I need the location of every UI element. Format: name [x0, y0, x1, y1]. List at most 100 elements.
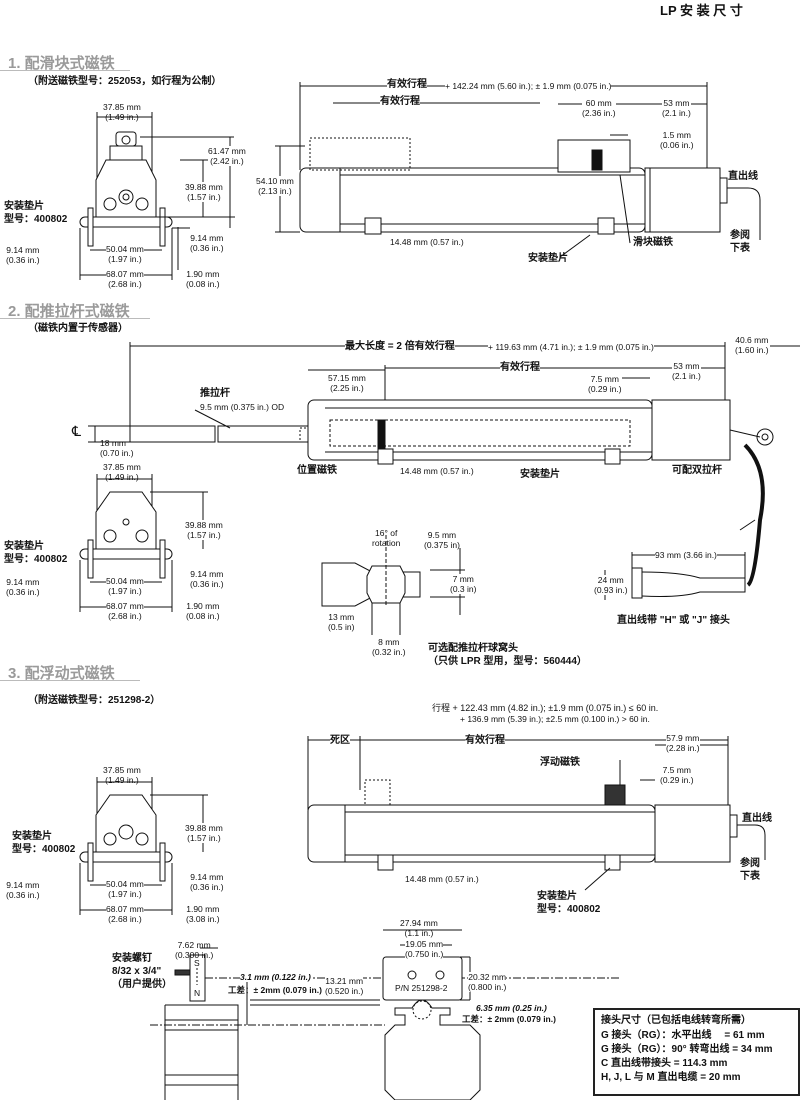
dim-height: 61.47 mm(2.42 in.) — [208, 146, 246, 166]
section-2-title: 2. 配推拉杆式磁铁 — [8, 303, 130, 320]
dim-height-side: 54.10 mm(2.13 in.) — [256, 176, 294, 196]
dim-13-21: 13.21 mm(0.520 in.) — [325, 976, 364, 996]
dim-7-62: 7.62 mm(0.300 in.) — [175, 940, 214, 960]
section-1-title: 1. 配滑块式磁铁 — [8, 55, 115, 72]
stroke-formula-3a: 行程 + 122.43 mm (4.82 in.); ±1.9 mm (0.07… — [432, 703, 659, 713]
gap-2: 6.35 mm (0.25 in.) — [476, 1003, 547, 1013]
divider — [0, 318, 150, 319]
dim-57-15: 57.15 mm(2.25 in.) — [328, 373, 366, 393]
gasket-label: 安装垫片型号：400802 — [4, 201, 68, 225]
stroke-label: 有效行程 — [387, 79, 427, 90]
dim-width: 37.85 mm(1.49 in.) — [103, 102, 141, 122]
dim-holes: 50.04 mm(1.97 in.) — [106, 244, 144, 264]
dim-center: 39.88 mm(1.57 in.) — [185, 182, 223, 202]
side-view-slider — [275, 82, 761, 258]
dim-overall: 68.07 mm(2.68 in.) — [106, 904, 144, 924]
dim-width: 37.85 mm(1.49 in.) — [103, 765, 141, 785]
front-view-drawing — [79, 474, 208, 612]
section-3-title: 3. 配浮动式磁铁 — [8, 665, 115, 682]
table-row: G 接头（RG）：水平出线 = 61 mm — [601, 1030, 765, 1041]
dim-center: 39.88 mm(1.57 in.) — [185, 520, 223, 540]
cable-label: 直出线 — [728, 171, 758, 182]
connector-diameter: 24 mm(0.93 in.) — [594, 575, 628, 595]
dim-60: 60 mm(2.36 in.) — [582, 98, 616, 118]
dim-19-05: 19.05 mm(0.750 in.) — [405, 939, 444, 959]
front-view-slider: 37.85 mm(1.49 in.) 61.47 mm(2.42 in.) 39… — [0, 100, 260, 290]
pad-label: 安装垫片 — [528, 253, 568, 264]
gap-1: 3.1 mm (0.122 in.) — [240, 972, 311, 982]
dim-1-5: 1.5 mm(0.06 in.) — [660, 130, 694, 150]
dim-plate-right: 9.14 mm(0.36 in.) — [190, 569, 224, 589]
connector-length: 93 mm (3.66 in.) — [655, 550, 717, 560]
dead-zone-label: 死区 — [330, 734, 350, 747]
gasket-label-s3: 安装垫片型号：400802 — [12, 831, 76, 855]
front-view-drawing — [79, 777, 208, 915]
stroke-label-s3: 有效行程 — [465, 734, 505, 747]
dim-53: 53 mm(2.1 in.) — [662, 98, 691, 118]
pole-s: S — [194, 958, 200, 968]
see-table: 参阅下表 — [730, 230, 750, 254]
dim-plate-left: 9.14 mm(0.36 in.) — [6, 880, 40, 900]
centerline-symbol: ℄ — [72, 423, 81, 439]
cable-label-s3: 直出线 — [742, 813, 772, 824]
dim-width: 37.85 mm(1.49 in.) — [103, 462, 141, 482]
float-magnet-label: 浮动磁铁 — [540, 757, 580, 768]
rod-end-caption: 可选配推拉杆球窝头（只供 LPR 型用，型号：560444） — [428, 643, 587, 667]
page-title: LP 安 装 尺 寸 — [660, 3, 743, 18]
divider — [0, 680, 140, 681]
gasket-label-s2: 安装垫片型号：400802 — [4, 541, 68, 565]
dim-center: 39.88 mm(1.57 in.) — [185, 823, 223, 843]
dim-holes: 50.04 mm(1.97 in.) — [106, 879, 144, 899]
dim-thickness: 1.90 mm(3.08 in.) — [186, 904, 220, 924]
front-view-drawing — [79, 112, 235, 280]
divider — [0, 70, 130, 71]
see-table-s3: 参阅下表 — [740, 858, 760, 882]
table-title: 接头尺寸（已包括电线转弯所需） — [601, 1015, 751, 1026]
rod-label: 推拉杆 — [200, 388, 230, 399]
table-row: C 直出线带接头 = 114.3 mm — [601, 1058, 728, 1069]
dim-overall: 68.07 mm(2.68 in.) — [106, 269, 144, 289]
dim-7: 7 mm(0.3 in) — [450, 574, 477, 594]
double-rod-label: 可配双拉杆 — [672, 465, 722, 476]
pad-label-s3: 安装垫片型号：400802 — [537, 891, 601, 915]
part-number: P/N 251298-2 — [395, 983, 448, 993]
dim-thickness: 1.90 mm(0.08 in.) — [186, 601, 220, 621]
max-length-label: 最大长度 = 2 倍有效行程 — [345, 340, 455, 353]
dim-27-94: 27.94 mm(1.1 in.) — [400, 918, 438, 938]
dim-7-5-s3: 7.5 mm(0.29 in.) — [660, 765, 694, 785]
dim-plate-left: 9.14 mm(0.36 in.) — [6, 245, 40, 265]
dim-plate-right: 9.14 mm(0.36 in.) — [190, 233, 224, 253]
rod-od: 9.5 mm (0.375 in.) OD — [200, 402, 285, 412]
front-view-rod: 37.85 mm(1.49 in.) 39.88 mm(1.57 in.) 9.… — [0, 432, 260, 622]
pad-spacing-s3: 14.48 mm (0.57 in.) — [405, 874, 479, 884]
pad-spacing: 14.48 mm (0.57 in.) — [390, 237, 464, 247]
connector-size-table: 接头尺寸（已包括电线转弯所需） G 接头（RG）：水平出线 = 61 mm G … — [593, 1008, 800, 1096]
section-3-subtitle: （附送磁铁型号：251298-2） — [28, 695, 161, 706]
pad-spacing-s2: 14.48 mm (0.57 in.) — [400, 466, 474, 476]
section-1-subtitle: （附送磁铁型号：252053，如行程为公制） — [28, 76, 222, 87]
section-2-subtitle: （磁铁内置于传感器） — [28, 323, 128, 334]
dim-13: 13 mm(0.5 in) — [328, 612, 355, 632]
slider-magnet-label: 滑块磁铁 — [633, 237, 673, 248]
dim-plate-right: 9.14 mm(0.36 in.) — [190, 872, 224, 892]
dim-20-32: 20.32 mm(0.800 in.) — [468, 972, 507, 992]
dim-8: 8 mm(0.32 in.) — [372, 637, 406, 657]
stroke-label-s2: 有效行程 — [500, 361, 540, 374]
tolerance-1: 工差：± 2mm (0.079 in.) — [228, 985, 322, 995]
stroke-label-2: 有效行程 — [380, 96, 420, 107]
stroke-formula: + 142.24 mm (5.60 in.); ± 1.9 mm (0.075 … — [445, 81, 612, 91]
table-row: H, J, L 与 M 直出电缆 = 20 mm — [601, 1072, 741, 1083]
dim-57-9: 57.9 mm(2.28 in.) — [666, 733, 700, 753]
dim-53-s2: 53 mm(2.1 in.) — [672, 361, 701, 381]
position-magnet-label: 位置磁铁 — [297, 465, 337, 476]
tolerance-2: 工差：± 2mm (0.079 in.) — [462, 1014, 556, 1024]
side-view-rod — [88, 342, 800, 635]
pole-n: N — [194, 988, 201, 998]
stroke-formula-2: + 119.63 mm (4.71 in.); ± 1.9 mm (0.075 … — [488, 342, 654, 352]
dim-9-5: 9.5 mm(0.375 in) — [424, 530, 460, 550]
stroke-formula-3b: + 136.9 mm (5.39 in.); ±2.5 mm (0.100 in… — [460, 714, 650, 724]
dim-18: 18 mm(0.70 in.) — [100, 438, 134, 458]
